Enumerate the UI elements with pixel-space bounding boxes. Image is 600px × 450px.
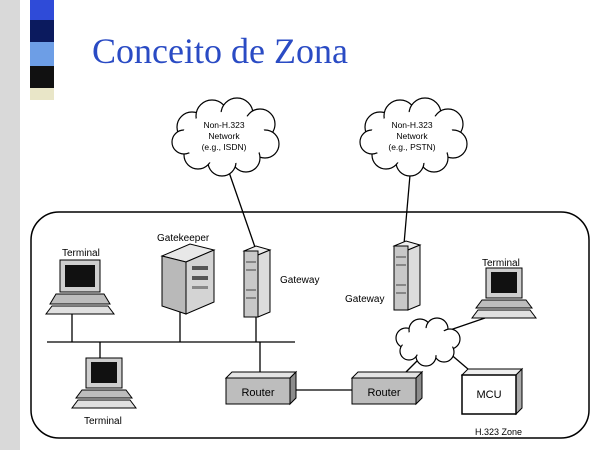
terminal-right-icon <box>471 267 537 319</box>
gateway-right-icon <box>392 240 422 311</box>
link-cloud-terminal-r <box>449 317 486 331</box>
terminal-right-label: Terminal <box>482 258 520 269</box>
left-block-4 <box>30 66 54 88</box>
left-block-3 <box>30 42 54 66</box>
left-decorative-bar <box>0 0 20 450</box>
router-right-icon <box>350 370 424 406</box>
gatekeeper-label: Gatekeeper <box>157 233 210 244</box>
cloud-pstn-line2: Network <box>396 131 428 141</box>
gateway-left-icon <box>242 245 272 318</box>
terminal-bottom-left-label: Terminal <box>84 416 122 427</box>
terminal-bottom-left-icon <box>71 357 137 409</box>
cloud-isdn-line1: Non-H.323 <box>203 120 244 130</box>
cloud-isdn-line3: (e.g., ISDN) <box>202 142 247 152</box>
gateway-right-label: Gateway <box>345 294 384 305</box>
cloud-isdn-line2: Network <box>208 131 240 141</box>
terminal-top-left-label: Terminal <box>62 248 100 259</box>
left-block-5 <box>30 88 54 100</box>
cloud-pstn-line1: Non-H.323 <box>391 120 432 130</box>
cloud-inner <box>395 317 461 367</box>
cloud-isdn <box>171 97 280 177</box>
cloud-pstn <box>359 97 468 177</box>
gateway-left-label: Gateway <box>280 275 319 286</box>
left-block-2 <box>30 20 54 42</box>
mcu-icon <box>460 367 524 416</box>
terminal-top-left-icon <box>45 259 115 315</box>
slide-title: Conceito de Zona <box>92 31 348 71</box>
h323-zone-boundary <box>30 211 590 439</box>
router-right-label: Router <box>367 387 400 399</box>
router-left-label: Router <box>241 387 274 399</box>
zone-label: H.323 Zone <box>475 427 522 437</box>
router-left-icon <box>224 370 298 406</box>
mcu-label: MCU <box>476 389 501 401</box>
left-block-1 <box>30 0 54 20</box>
gatekeeper-server-icon <box>160 243 216 315</box>
cloud-pstn-line3: (e.g., PSTN) <box>388 142 435 152</box>
